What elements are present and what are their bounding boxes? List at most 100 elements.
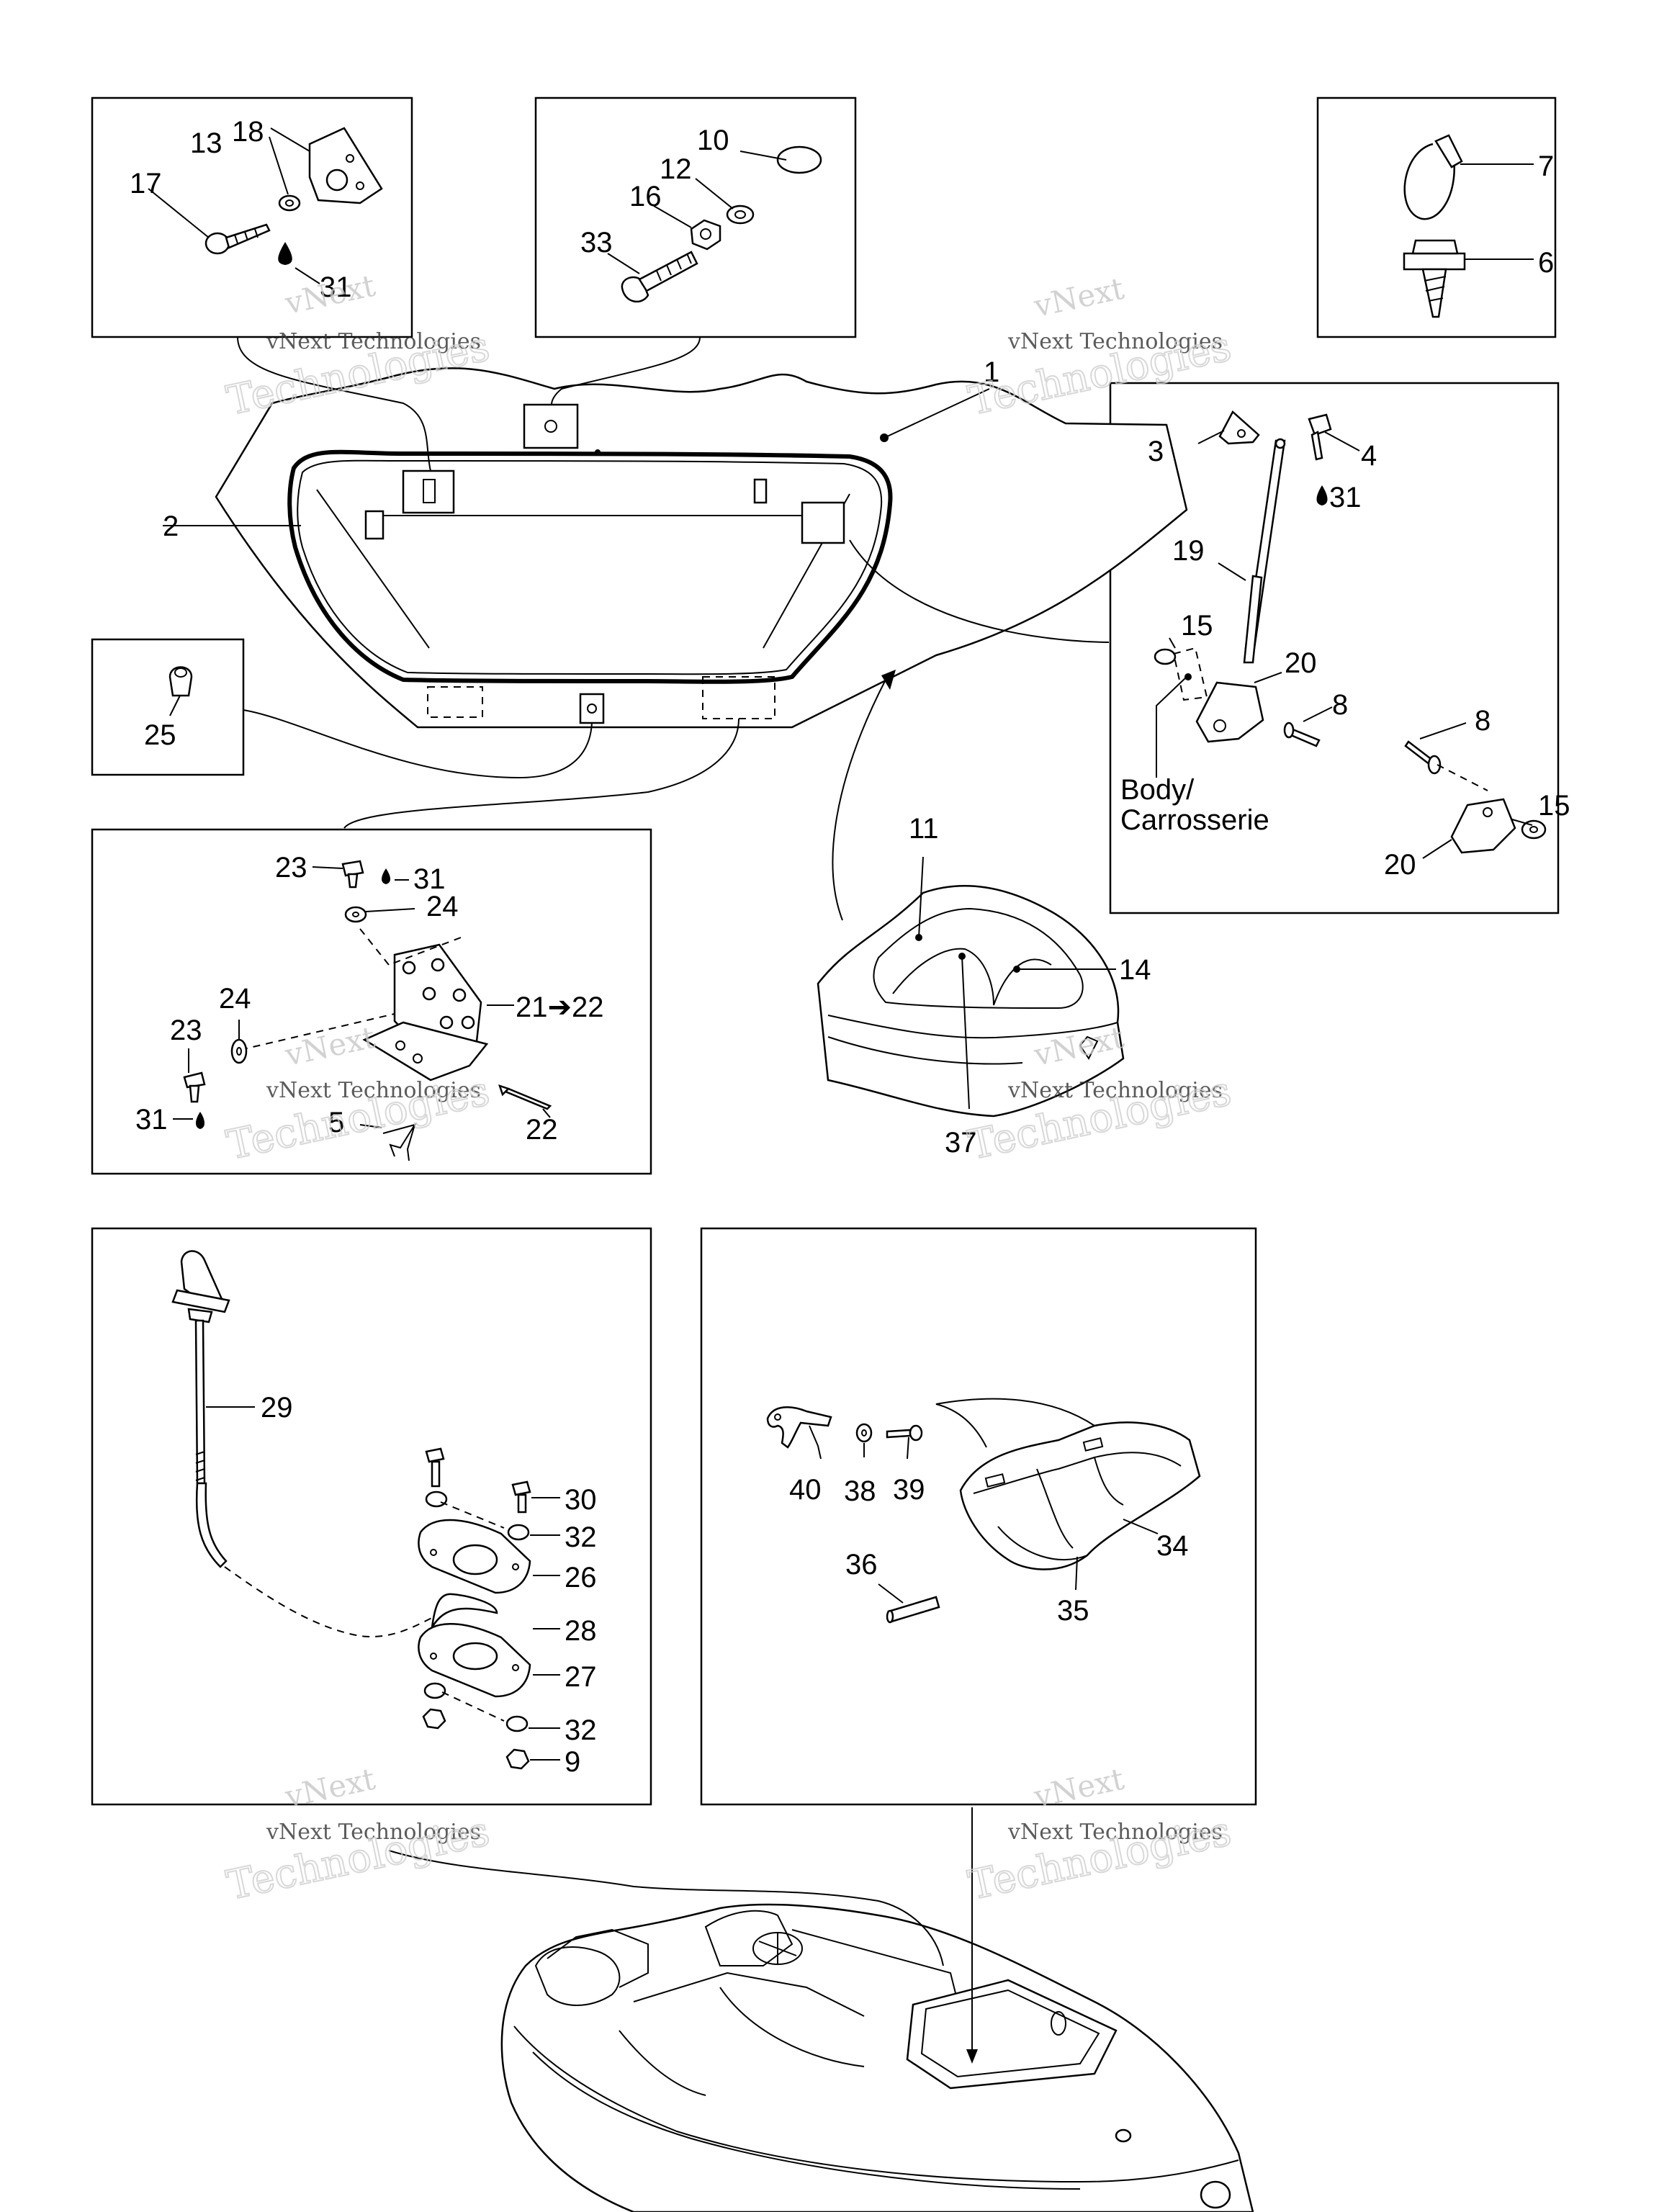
grommet-25 xyxy=(168,666,193,697)
watermark-bottom-right: vNext vNext Technologies Technologies xyxy=(963,1761,1236,1910)
bracket-20a xyxy=(1195,681,1264,743)
washer-13 xyxy=(278,194,301,212)
callout-13: 13 xyxy=(190,127,222,159)
nut-16 xyxy=(690,219,721,251)
callout-31c: 31 xyxy=(413,863,446,895)
body-label-line2: Carrosserie xyxy=(1120,804,1269,836)
bolt-4 xyxy=(1308,413,1332,461)
detail-box-bolt-washer xyxy=(534,96,857,338)
callout-21: 21➔22 xyxy=(516,992,604,1023)
screw-17 xyxy=(204,223,271,255)
bolt-33 xyxy=(621,251,698,303)
callout-28: 28 xyxy=(565,1615,597,1647)
boat-hull xyxy=(500,1903,1254,2212)
bracket-20b xyxy=(1450,798,1516,854)
cover-disc-10 xyxy=(776,145,822,174)
callout-35: 35 xyxy=(1057,1595,1089,1627)
callout-25: 25 xyxy=(144,719,176,751)
callout-24a: 24 xyxy=(426,891,459,922)
bolt-23a xyxy=(341,860,364,889)
callout-15a: 15 xyxy=(1181,610,1213,642)
storage-cover-11 xyxy=(817,885,1125,1118)
callout-6: 6 xyxy=(1538,247,1554,279)
callout-32a: 32 xyxy=(565,1521,597,1553)
svg-text:vNext Technologies: vNext Technologies xyxy=(1007,1078,1223,1103)
callout-40: 40 xyxy=(789,1474,822,1506)
callout-20a: 20 xyxy=(1285,647,1317,679)
callout-30: 30 xyxy=(565,1484,597,1516)
svg-text:vNext Technologies: vNext Technologies xyxy=(266,1820,481,1845)
callout-17: 17 xyxy=(130,168,162,199)
washer-38 xyxy=(855,1423,873,1443)
callout-10: 10 xyxy=(697,125,729,156)
washer-15a xyxy=(1154,647,1208,701)
svg-text:vNext: vNext xyxy=(282,1020,378,1073)
callout-15b: 15 xyxy=(1538,790,1570,822)
callout-38: 38 xyxy=(844,1475,876,1507)
callout-11: 11 xyxy=(909,813,939,845)
sealant-drop-31d xyxy=(196,1112,204,1129)
callout-23a: 23 xyxy=(275,852,307,884)
detail-box-rod-latch xyxy=(91,1227,652,1806)
callout-5: 5 xyxy=(328,1107,344,1138)
callout-8a: 8 xyxy=(1332,689,1348,721)
svg-text:vNext: vNext xyxy=(1030,271,1127,324)
detail-box-screw-clip xyxy=(91,96,413,338)
washer-15b xyxy=(1521,819,1547,840)
callout-19: 19 xyxy=(1172,535,1205,567)
callout-33: 33 xyxy=(580,227,613,258)
sealant-drop-31c xyxy=(382,868,390,884)
clip-5 xyxy=(382,1123,417,1161)
body-label-line1: Body/ xyxy=(1120,774,1195,806)
detail-box-grommet xyxy=(91,638,245,776)
screw-6 xyxy=(1403,239,1466,318)
hinge-21 xyxy=(362,943,489,1082)
callout-12: 12 xyxy=(660,153,692,185)
svg-text:vNext Technologies: vNext Technologies xyxy=(266,329,481,354)
detail-box-hinge xyxy=(91,828,652,1175)
callout-37: 37 xyxy=(945,1127,977,1159)
washer-12 xyxy=(726,204,755,225)
callout-8b: 8 xyxy=(1475,705,1491,737)
callout-31d: 31 xyxy=(135,1104,168,1136)
callout-24b: 24 xyxy=(219,983,251,1015)
callout-32b: 32 xyxy=(565,1714,597,1746)
sealant-drop-31a xyxy=(278,242,292,265)
svg-text:vNext: vNext xyxy=(282,268,378,321)
callout-26: 26 xyxy=(565,1562,597,1593)
callout-4: 4 xyxy=(1361,440,1377,472)
callout-27: 27 xyxy=(565,1661,597,1693)
callout-22: 22 xyxy=(526,1114,558,1146)
callout-9: 9 xyxy=(565,1746,580,1778)
bracket-3 xyxy=(1218,410,1260,445)
bolt-23b xyxy=(183,1071,206,1103)
bracket-40 xyxy=(766,1406,832,1449)
screw-39 xyxy=(886,1424,923,1442)
callout-31b: 31 xyxy=(1329,482,1362,513)
callout-39: 39 xyxy=(893,1474,925,1506)
rod-29 xyxy=(171,1250,230,1568)
callout-14: 14 xyxy=(1119,954,1151,986)
callout-7: 7 xyxy=(1538,150,1554,182)
detail-box-glove-tray xyxy=(700,1227,1257,1806)
callout-1: 1 xyxy=(984,356,999,388)
callout-2: 2 xyxy=(163,511,179,542)
callout-36: 36 xyxy=(845,1549,878,1581)
detail-box-tie-screw xyxy=(1316,96,1557,338)
callout-20b: 20 xyxy=(1384,849,1416,881)
glovebox-lid-assembly xyxy=(215,367,1188,729)
svg-text:vNext Technologies: vNext Technologies xyxy=(266,1078,481,1103)
pin-22 xyxy=(498,1084,552,1110)
svg-text:vNext Technologies: vNext Technologies xyxy=(1007,1820,1223,1845)
svg-text:vNext: vNext xyxy=(1030,1761,1127,1815)
callout-31a: 31 xyxy=(320,271,352,303)
washer-24a xyxy=(344,906,367,923)
washer-24b xyxy=(230,1038,248,1064)
watermark-bottom-left: vNext vNext Technologies Technologies xyxy=(222,1761,494,1910)
svg-text:vNext: vNext xyxy=(282,1761,378,1815)
callout-34: 34 xyxy=(1156,1530,1189,1562)
svg-text:vNext Technologies: vNext Technologies xyxy=(1007,329,1223,354)
callout-29: 29 xyxy=(261,1392,293,1424)
sealant-drop-31b xyxy=(1316,485,1328,505)
